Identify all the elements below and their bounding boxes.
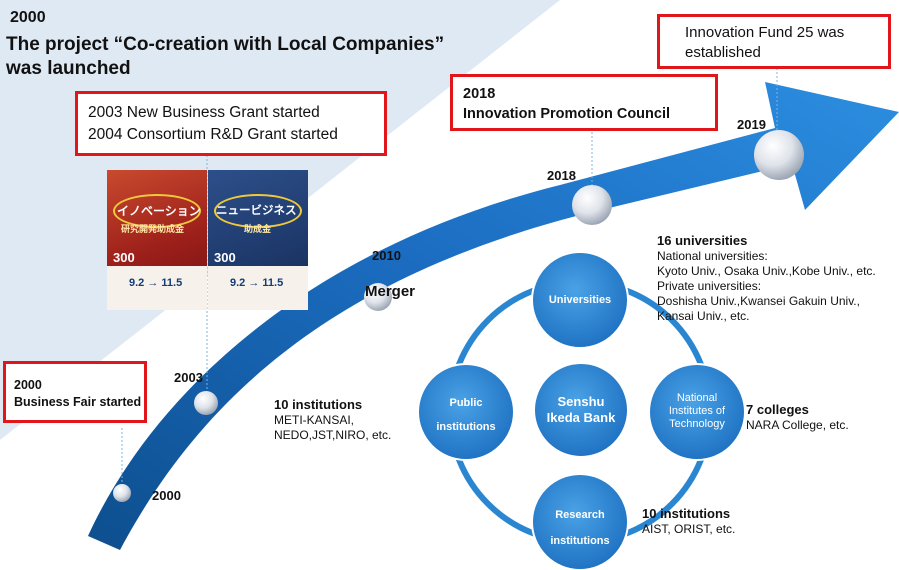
public-line2: NEDO,JST,NIRO, etc.	[274, 428, 392, 442]
poster-left-subtitle: 研究開発助成金	[121, 225, 185, 235]
fair-callout: 2000 Business Fair started	[3, 361, 147, 423]
poster-left-footer	[107, 266, 207, 310]
node-nit	[648, 363, 746, 461]
poster-left-dates: 9.2 → 11.5	[129, 277, 183, 289]
node-research	[531, 473, 629, 570]
header-title: The project “Co-creation with Local Comp…	[6, 33, 444, 81]
poster-right-amount: 300	[214, 250, 236, 265]
node-public-line1: Public	[449, 397, 483, 409]
node-center-line2: Ikeda Bank	[546, 410, 616, 425]
milestone-2018	[572, 185, 612, 225]
header-title-line2: was launched	[6, 58, 131, 79]
header-year: 2000	[10, 9, 46, 26]
universities-line3: Private universities:	[657, 279, 762, 293]
node-public	[417, 363, 515, 461]
research-title: 10 institutions	[642, 506, 731, 521]
fair-name: Business Fair started	[14, 395, 142, 409]
merger-label: Merger	[365, 283, 416, 300]
node-center	[533, 362, 629, 458]
colleges-line1: NARA College, etc.	[746, 418, 849, 432]
milestone-2003	[194, 391, 218, 415]
node-nit-label: National Institutes of Technology	[650, 392, 744, 431]
fund-line2: established	[685, 44, 761, 61]
colleges-title: 7 colleges	[746, 402, 809, 417]
public-line1: METI-KANSAI,	[274, 413, 355, 427]
milestone-2000	[113, 484, 131, 502]
node-nit-line1: National	[676, 392, 718, 404]
research-description: 10 institutions AIST, ORIST, etc.	[642, 505, 735, 537]
node-research-line1: Research	[555, 509, 605, 521]
poster-right-subtitle: 助成金	[244, 225, 272, 235]
node-research-line2: institutions	[550, 535, 610, 547]
universities-line2: Kyoto Univ., Osaka Univ.,Kobe Univ., etc…	[657, 264, 876, 278]
node-center-line1: Senshu	[557, 394, 605, 409]
council-callout: 2018 Innovation Promotion Council	[450, 74, 718, 131]
grants-line2: 2004 Consortium R&D Grant started	[88, 126, 338, 143]
year-2003: 2003	[174, 370, 203, 385]
universities-line5: Kansai Univ., etc.	[657, 309, 750, 323]
node-universities-label: Universities	[548, 294, 612, 306]
grants-line1: 2003 New Business Grant started	[88, 104, 320, 121]
public-description: 10 institutions METI-KANSAI, NEDO,JST,NI…	[274, 396, 391, 443]
fund-line1: Innovation Fund 25 was	[685, 24, 845, 41]
poster-right-footer	[208, 266, 308, 310]
node-universities	[531, 251, 629, 349]
node-research-label: Research institutions	[532, 502, 628, 554]
poster-ring	[214, 194, 302, 228]
fund-callout: Innovation Fund 25 was established	[657, 14, 891, 69]
poster-new-business-grant: ニュービジネス 助成金 300 9.2 → 11.5	[208, 170, 308, 310]
public-title: 10 institutions	[274, 397, 363, 412]
node-public-label: Public institutions	[418, 391, 514, 439]
universities-description: 16 universities National universities: K…	[657, 232, 876, 324]
universities-line1: National universities:	[657, 249, 768, 263]
council-name: Innovation Promotion Council	[463, 106, 671, 122]
poster-left-amount: 300	[113, 250, 135, 265]
node-center-label: Senshu Ikeda Bank	[534, 394, 628, 426]
node-nit-line2: Institutes of	[668, 405, 726, 417]
milestone-2019	[754, 130, 804, 180]
growth-arrow	[88, 82, 899, 550]
poster-right-dates: 9.2 → 11.5	[230, 277, 284, 289]
council-year: 2018	[463, 86, 496, 102]
header-title-line1: The project “Co-creation with Local Comp…	[6, 34, 445, 55]
milestone-2010	[364, 283, 392, 311]
poster-ring	[113, 194, 201, 228]
fair-year: 2000	[14, 378, 42, 392]
poster-right-title: ニュービジネス	[216, 203, 297, 217]
year-2000: 2000	[152, 488, 181, 503]
grants-callout: 2003 New Business Grant started 2004 Con…	[75, 91, 387, 156]
year-2010: 2010	[372, 248, 401, 263]
poster-rd-grant: イノベーション 研究開発助成金 300 9.2 → 11.5	[107, 170, 207, 310]
universities-line4: Doshisha Univ.,Kwansei Gakuin Univ.,	[657, 294, 860, 308]
node-nit-line3: Technology	[669, 418, 725, 430]
universities-title: 16 universities	[657, 233, 748, 248]
node-public-line2: institutions	[436, 421, 496, 433]
research-line1: AIST, ORIST, etc.	[642, 522, 736, 536]
poster-left-title: イノベーション	[117, 204, 201, 218]
year-2019: 2019	[737, 117, 766, 132]
year-2018: 2018	[547, 168, 576, 183]
colleges-description: 7 colleges NARA College, etc.	[746, 401, 849, 433]
